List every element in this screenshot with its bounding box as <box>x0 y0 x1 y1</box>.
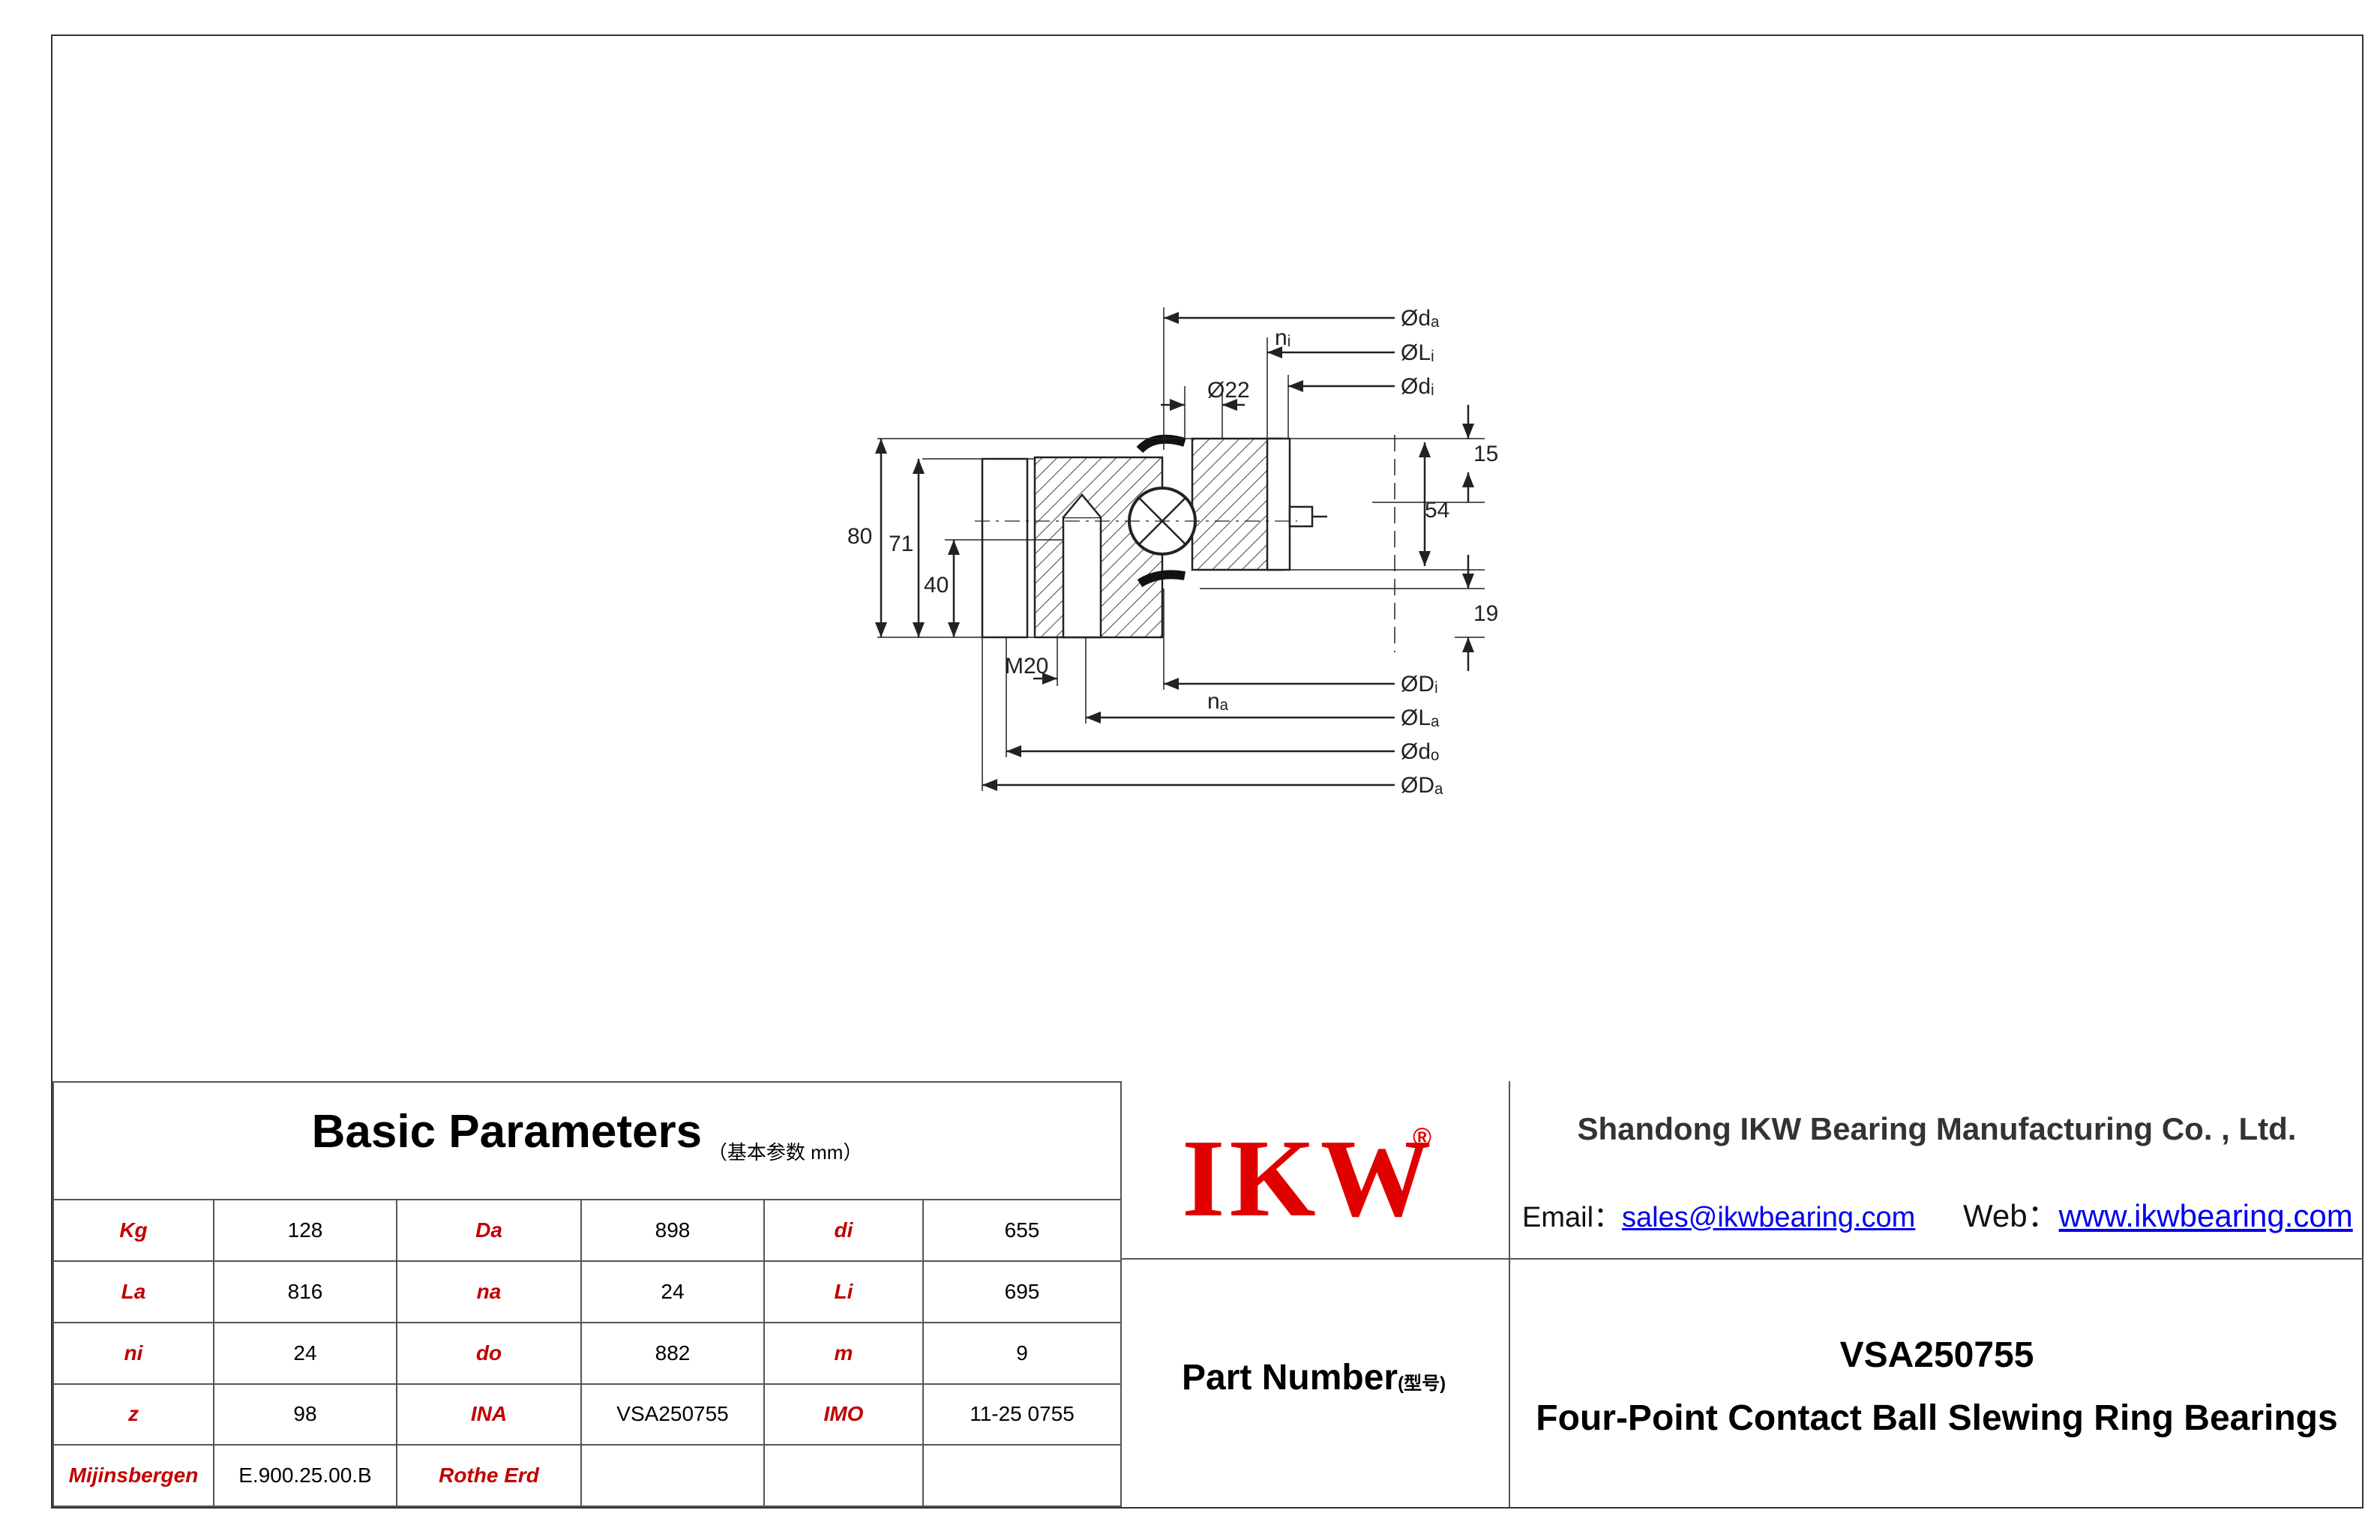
param-value-cell: 128 <box>213 1199 397 1263</box>
param-value-cell: VSA250755 <box>580 1383 765 1446</box>
label-80: 80 <box>847 524 872 549</box>
grease-nipple <box>1288 505 1314 528</box>
param-value-cell: 11-25 0755 <box>922 1383 1123 1446</box>
drawing-sheet-border <box>51 34 2364 1509</box>
param-value-cell: 898 <box>580 1199 765 1263</box>
label-da: Ødₐ <box>1401 306 1440 331</box>
param-label-cell: IMO <box>763 1383 924 1446</box>
label-54: 54 <box>1425 498 1449 523</box>
param-value-cell: 655 <box>922 1199 1123 1263</box>
param-value-cell: 98 <box>213 1383 397 1446</box>
param-value-cell: 816 <box>213 1260 397 1323</box>
inner-ring-teeth <box>1266 437 1291 571</box>
param-value-cell: 24 <box>580 1260 765 1323</box>
web-link[interactable]: www.ikwbearing.com <box>2058 1198 2353 1233</box>
parameters-title-cell: Basic Parameters （基本参数 mm） <box>52 1080 1123 1201</box>
label-M20: M20 <box>1005 654 1048 679</box>
bearing-cross-section-drawing: Ødₐ nᵢ ØLᵢ Ø22 Ødᵢ 15 54 80 71 40 19 M20… <box>847 306 1498 798</box>
param-value-cell: 9 <box>922 1321 1123 1385</box>
param-value-cell <box>580 1444 765 1507</box>
label-na: nₐ <box>1207 689 1229 714</box>
label-19: 19 <box>1473 601 1498 626</box>
logo-box: IKW ® <box>1120 1081 1509 1258</box>
param-label-cell: Da <box>396 1199 582 1263</box>
param-label-cell: ni <box>52 1321 214 1385</box>
email-link[interactable]: sales@ikwbearing.com <box>1622 1202 1916 1233</box>
label-40: 40 <box>924 573 949 598</box>
company-logo: IKW <box>1182 1117 1436 1240</box>
param-label-cell: do <box>396 1321 582 1385</box>
label-d22: Ø22 <box>1207 378 1250 403</box>
model-info-box: VSA250755 Four-Point Contact Ball Slewin… <box>1509 1258 2364 1507</box>
parameters-title: Basic Parameters <box>311 1106 703 1158</box>
param-label-cell: z <box>52 1383 214 1446</box>
param-value-cell: 695 <box>922 1260 1123 1323</box>
param-label-cell: Li <box>763 1260 924 1323</box>
param-label-cell: di <box>763 1199 924 1263</box>
param-value-cell: 882 <box>580 1321 765 1385</box>
email-line: Email：sales@ikwbearing.com <box>1522 1194 1915 1235</box>
company-info-box: Shandong IKW Bearing Manufacturing Co. ,… <box>1509 1081 2364 1258</box>
param-label-cell: na <box>396 1260 582 1323</box>
web-line: Web：www.ikwbearing.com <box>1963 1191 2353 1236</box>
label-Li: ØLᵢ <box>1401 340 1434 365</box>
bottom-seal <box>1137 570 1186 588</box>
web-label: Web： <box>1963 1198 2059 1233</box>
param-value-cell <box>922 1444 1123 1507</box>
label-do: Ødₒ <box>1401 739 1439 764</box>
param-label-cell: Kg <box>52 1199 214 1263</box>
part-number-label: Part Number(型号) <box>1182 1357 1446 1398</box>
label-Di: ØDᵢ <box>1401 672 1438 697</box>
part-number-sub: (型号) <box>1398 1374 1446 1394</box>
part-number-text: Part Number <box>1182 1358 1398 1398</box>
param-label-cell: Rothe Erd <box>396 1444 582 1507</box>
model-code: VSA250755 <box>1839 1335 2034 1375</box>
param-value-cell <box>763 1444 924 1507</box>
param-label-cell: Mijinsbergen <box>52 1444 214 1507</box>
registered-mark: ® <box>1413 1123 1432 1152</box>
label-La: ØLₐ <box>1401 706 1440 730</box>
outer-ring-flange <box>981 457 1029 639</box>
label-15: 15 <box>1473 442 1498 466</box>
email-label: Email： <box>1522 1202 1623 1233</box>
param-label-cell: m <box>763 1321 924 1385</box>
company-name: Shandong IKW Bearing Manufacturing Co. ,… <box>1577 1111 2297 1146</box>
param-label-cell: La <box>52 1260 214 1323</box>
outer-bolt-hole <box>1062 516 1102 639</box>
label-Da: ØDₐ <box>1401 773 1443 798</box>
parameters-subtitle: （基本参数 mm） <box>707 1141 863 1164</box>
label-ni: nᵢ <box>1275 325 1290 350</box>
param-label-cell: INA <box>396 1383 582 1446</box>
param-value-cell: 24 <box>213 1321 397 1385</box>
part-number-label-box: Part Number(型号) <box>1120 1258 1509 1507</box>
label-di: Ødᵢ <box>1401 374 1434 399</box>
model-description: Four-Point Contact Ball Slewing Ring Bea… <box>1536 1398 2338 1438</box>
param-value-cell: E.900.25.00.B <box>213 1444 397 1507</box>
top-seal <box>1136 434 1186 454</box>
label-71: 71 <box>889 532 913 556</box>
